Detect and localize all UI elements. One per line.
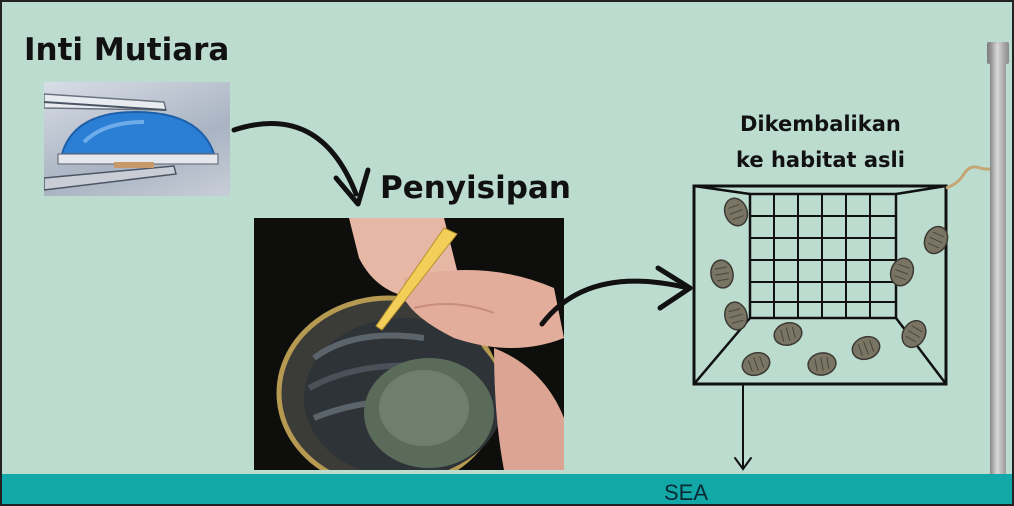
down-arrow-icon bbox=[735, 386, 751, 469]
insertion-label: Penyisipan bbox=[380, 170, 571, 206]
sea-label: SEA bbox=[664, 480, 708, 506]
return-label-line2: ke habitat asli bbox=[736, 148, 905, 172]
curved-arrow-icon bbox=[542, 268, 690, 324]
sea-band bbox=[2, 474, 1014, 506]
curved-arrow-icon bbox=[234, 123, 368, 204]
return-label-line1: Dikembalikan bbox=[740, 112, 901, 136]
